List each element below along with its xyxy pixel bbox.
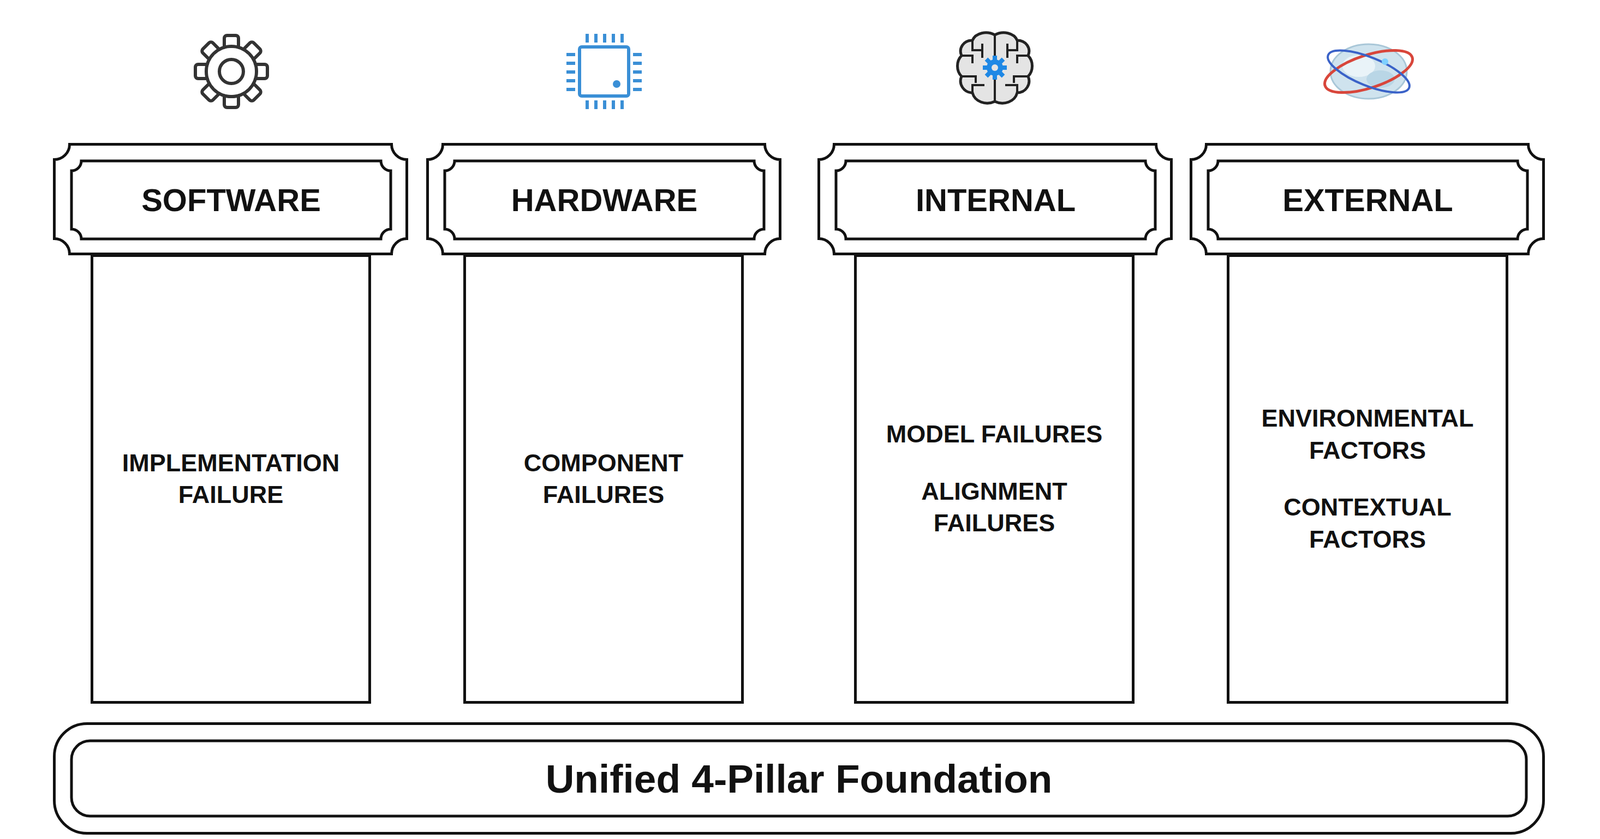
failure-category: COMPONENT FAILURES xyxy=(476,447,731,512)
failure-category: CONTEXTUAL FACTORS xyxy=(1240,491,1495,556)
capital-inner xyxy=(1208,160,1528,240)
pillar-shaft: ENVIRONMENTAL FACTORS CONTEXTUAL FACTORS xyxy=(1226,254,1509,704)
pillar-title: INTERNAL xyxy=(836,160,1156,240)
chip-icon xyxy=(562,30,647,113)
pillar-capital: INTERNAL xyxy=(817,142,1173,256)
failure-category: ALIGNMENT FAILURES xyxy=(867,475,1121,540)
foundation-outer xyxy=(54,724,1544,834)
capital-outer xyxy=(1191,144,1544,255)
capital-inner xyxy=(71,160,391,240)
pillar-shaft: MODEL FAILURES ALIGNMENT FAILURES xyxy=(854,254,1135,704)
failure-category: ENVIRONMENTAL FACTORS xyxy=(1240,402,1495,467)
failure-category: MODEL FAILURES xyxy=(886,418,1103,451)
pillar-title: SOFTWARE xyxy=(71,160,391,240)
pillar-shaft: IMPLEMENTATION FAILURE xyxy=(90,254,372,704)
pillar-shaft: COMPONENT FAILURES xyxy=(463,254,744,704)
pillar-capital: HARDWARE xyxy=(426,142,782,256)
failure-category: IMPLEMENTATION FAILURE xyxy=(104,447,358,512)
capital-inner xyxy=(836,160,1156,240)
capital-outer xyxy=(819,144,1172,255)
gear-icon xyxy=(193,33,270,110)
foundation-title: Unified 4-Pillar Foundation xyxy=(71,741,1527,817)
pillar-capital: EXTERNAL xyxy=(1189,142,1545,256)
capital-outer xyxy=(427,144,781,255)
foundation-inner xyxy=(71,741,1527,817)
globe-icon xyxy=(1320,33,1417,110)
pillar-title: EXTERNAL xyxy=(1208,160,1528,240)
foundation-band: Unified 4-Pillar Foundation xyxy=(52,722,1545,835)
capital-outer xyxy=(54,144,408,255)
brain-icon xyxy=(953,28,1036,111)
pillar-capital: SOFTWARE xyxy=(52,142,409,256)
pillar-title: HARDWARE xyxy=(444,160,764,240)
capital-inner xyxy=(444,160,764,240)
